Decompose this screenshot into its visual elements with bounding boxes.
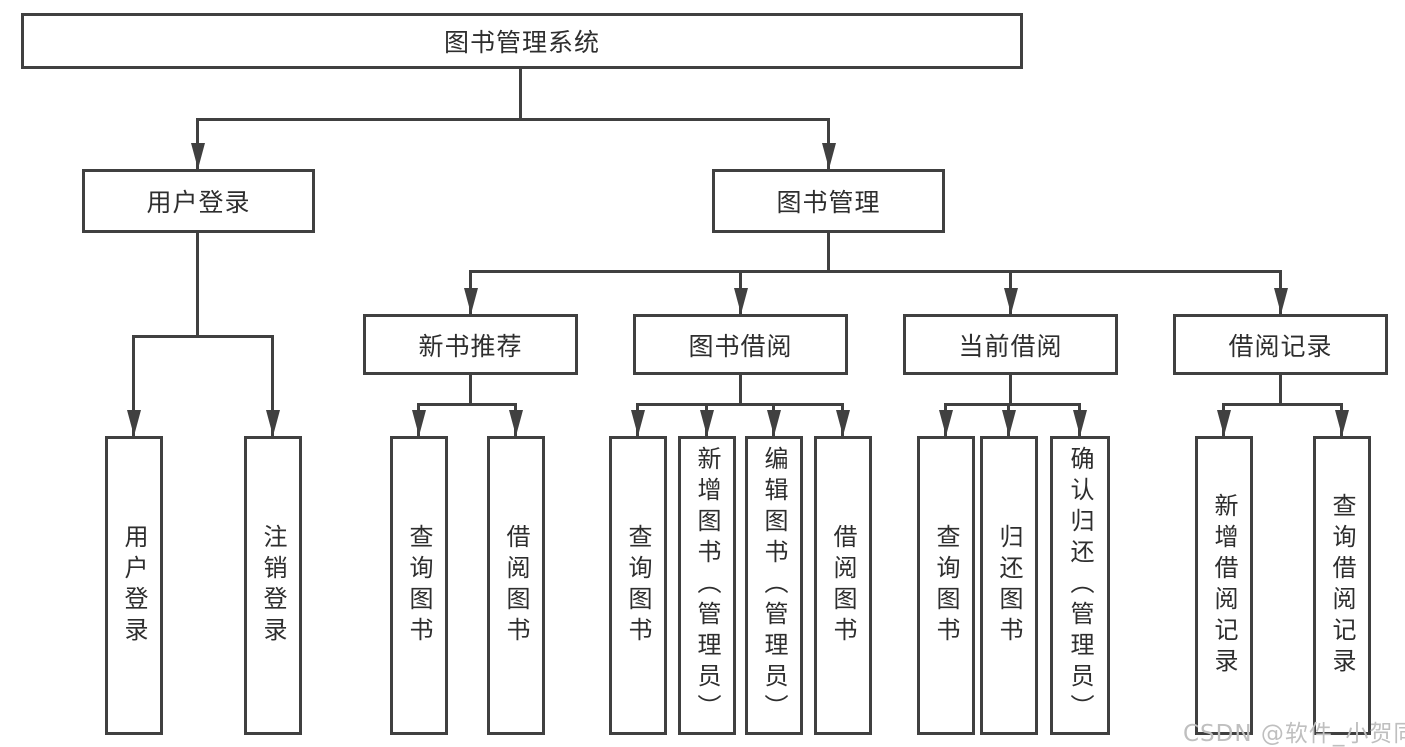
connector-to-leaf-user-login: [132, 335, 135, 436]
node-label: 归还图书: [995, 523, 1023, 648]
node-label: 注销登录: [259, 523, 287, 648]
connector-records-splitter: [1222, 403, 1343, 406]
connector-current-stem: [1009, 375, 1012, 405]
connector-root-stem: [519, 69, 522, 120]
leaf-borrow-books-borrowing: 借阅图书: [814, 436, 872, 735]
node-label: 查询图书: [932, 523, 960, 648]
leaf-add-books-admin: 新增图书（管理员）: [678, 436, 736, 735]
leaf-confirm-return-admin: 确认归还（管理员）: [1050, 436, 1110, 735]
arrowhead-user-login: [191, 143, 205, 169]
arrowhead-leaf-borrow-borrowing: [836, 410, 850, 436]
node-new-book-recommendation: 新书推荐: [363, 314, 578, 375]
connector-borrowing-stem: [739, 375, 742, 405]
node-label: 借阅记录: [1228, 331, 1333, 361]
node-library-management-system: 图书管理系统: [21, 13, 1023, 69]
leaf-add-borrow-record: 新增借阅记录: [1195, 436, 1253, 735]
leaf-return-books: 归还图书: [980, 436, 1038, 735]
connector-book-mgmt-splitter: [469, 270, 1282, 273]
node-label: 图书管理: [776, 188, 881, 217]
arrowhead-leaf-query-record: [1335, 410, 1349, 436]
connector-recommend-splitter: [417, 403, 517, 406]
leaf-query-borrow-record: 查询借阅记录: [1313, 436, 1371, 735]
node-label: 当前借阅: [958, 331, 1063, 361]
arrowhead-current-borrowing: [1004, 288, 1018, 314]
arrowhead-leaf-edit-books: [767, 410, 781, 436]
arrowhead-book-management: [822, 143, 836, 169]
connector-user-login-splitter: [132, 335, 274, 338]
node-label: 编辑图书（管理员）: [760, 446, 788, 725]
arrowhead-borrowing-records: [1274, 288, 1288, 314]
csdn-watermark: CSDN @软件_小贺同学: [1183, 721, 1405, 747]
node-label: 图书借阅: [688, 331, 793, 361]
leaf-edit-books-admin: 编辑图书（管理员）: [745, 436, 803, 735]
node-label: 新增借阅记录: [1210, 492, 1238, 679]
connector-to-leaf-logout: [271, 335, 274, 436]
arrowhead-leaf-borrow-recommend: [509, 410, 523, 436]
node-label: 图书管理系统: [443, 28, 600, 57]
node-label: 新增图书（管理员）: [693, 446, 721, 725]
arrowhead-leaf-confirm-return: [1073, 410, 1087, 436]
connector-root-splitter: [196, 118, 830, 121]
node-label: 借阅图书: [829, 523, 857, 648]
arrowhead-leaf-add-books: [700, 410, 714, 436]
connector-borrowing-splitter: [636, 403, 844, 406]
leaf-user-login: 用户登录: [105, 436, 163, 735]
connector-records-stem: [1279, 375, 1282, 405]
arrowhead-leaf-add-record: [1217, 410, 1231, 436]
node-label: 借阅图书: [502, 523, 530, 648]
leaf-borrow-books-recommend: 借阅图书: [487, 436, 545, 735]
connector-book-mgmt-stem: [827, 233, 830, 272]
arrowhead-new-book-recommendation: [464, 288, 478, 314]
node-label: 用户登录: [146, 188, 251, 217]
node-label: 查询图书: [405, 523, 433, 648]
arrowhead-leaf-user-login: [127, 410, 141, 436]
node-label: 用户登录: [120, 523, 148, 648]
node-book-management: 图书管理: [712, 169, 945, 233]
arrowhead-leaf-query-borrowing: [631, 410, 645, 436]
node-label: 查询图书: [624, 523, 652, 648]
leaf-logout: 注销登录: [244, 436, 302, 735]
arrowhead-leaf-return-books: [1002, 410, 1016, 436]
node-borrowing-records: 借阅记录: [1173, 314, 1388, 375]
leaf-query-books-borrowing: 查询图书: [609, 436, 667, 735]
leaf-query-books-recommend: 查询图书: [390, 436, 448, 735]
node-book-borrowing: 图书借阅: [633, 314, 848, 375]
node-user-login: 用户登录: [82, 169, 315, 233]
arrowhead-leaf-query-recommend: [412, 410, 426, 436]
node-current-borrowing: 当前借阅: [903, 314, 1118, 375]
leaf-query-books-current: 查询图书: [917, 436, 975, 735]
connector-current-splitter: [944, 403, 1081, 406]
arrowhead-leaf-logout: [266, 410, 280, 436]
node-label: 确认归还（管理员）: [1066, 446, 1094, 725]
connector-recommend-stem: [469, 375, 472, 405]
node-label: 查询借阅记录: [1328, 492, 1356, 679]
arrowhead-leaf-query-current: [939, 410, 953, 436]
node-label: 新书推荐: [418, 331, 523, 361]
arrowhead-book-borrowing: [734, 288, 748, 314]
connector-user-login-stem: [196, 233, 199, 335]
